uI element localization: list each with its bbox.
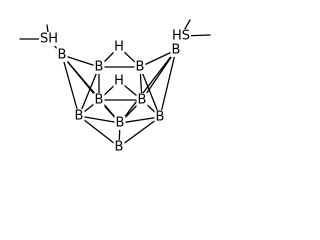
bond-bi-bj [118,116,161,148]
bond-bc-bi [139,66,161,118]
atom-label-background [154,110,166,124]
bond-bg-bj [78,115,120,148]
atom-label-be: B [95,93,104,108]
atom-label-background [39,32,59,46]
atom-label-bb: B [95,60,104,75]
bond-bh-bi [119,116,161,124]
atom-label-bh: B [116,116,125,131]
atom-label-bd: B [172,43,181,58]
bond-bb-bg [78,66,100,117]
atom-label-bg: B [75,109,84,124]
atom-label-bc: B [136,60,145,75]
bond-bg-bh [78,115,121,124]
atom-label-ba: B [58,48,67,63]
atom-label-background [113,40,125,54]
atom-label-bf: B [138,93,147,108]
atom-label-background [113,140,125,154]
atom-label-background [170,43,182,57]
atom-label-background [93,60,105,74]
bond-bd-bh [119,49,177,124]
atom-label-background [134,60,146,74]
atom-label-background [114,116,126,130]
atom-label-background [56,48,68,62]
bond-ba-bg [61,54,80,117]
atom-label-bj: B [115,140,124,155]
atom-label-s2: HS [172,29,190,44]
atom-label-background [93,93,105,107]
bond-ba-bb [61,54,100,68]
atom-label-background [171,29,191,43]
atom-label-background [136,93,148,107]
atom-label-background [113,74,125,88]
atom-label-s1: SH [40,32,58,47]
atom-label-bi: B [156,110,165,125]
atom-label-h1: H [114,40,124,55]
atom-label-background [73,109,85,123]
atom-label-h2: H [114,74,124,89]
bond-bd-bi [159,49,177,118]
bond-bc-bd [139,49,177,68]
